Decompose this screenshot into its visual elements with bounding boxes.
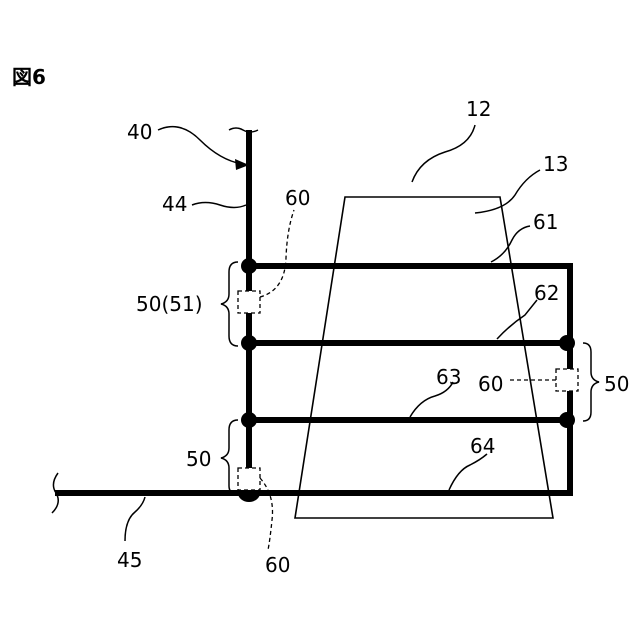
junction-dot: [241, 258, 257, 274]
brace-50-lower: [221, 420, 238, 494]
label-62: 62: [534, 281, 559, 305]
dashed-box-60-upper: [238, 291, 260, 313]
junction-dot: [241, 412, 257, 428]
leader-40: [158, 127, 242, 164]
leader-60-lower: [260, 478, 273, 550]
label-60-right: 60: [478, 372, 503, 396]
label-50-lower: 50: [186, 447, 211, 471]
leader-60-upper: [260, 210, 294, 297]
label-61: 61: [533, 210, 558, 234]
label-50-51: 50(51): [136, 292, 203, 316]
junction-dot: [241, 335, 257, 351]
junction-dot: [559, 412, 575, 428]
brace-50-51: [221, 262, 238, 346]
leader-64: [449, 454, 487, 490]
leader-13: [475, 170, 540, 213]
leader-44: [192, 203, 246, 208]
label-63: 63: [436, 365, 461, 389]
dashed-box-60-right: [556, 369, 578, 391]
label-44: 44: [162, 192, 187, 216]
label-45: 45: [117, 548, 142, 572]
top-break-mark: [229, 128, 258, 132]
junction-dot: [559, 335, 575, 351]
label-13: 13: [543, 152, 568, 176]
label-64: 64: [470, 434, 495, 458]
dashed-box-60-lower: [238, 468, 260, 490]
label-50-right: 50: [604, 372, 629, 396]
trapezoid-component-13: [295, 197, 553, 518]
label-12: 12: [466, 97, 491, 121]
label-60-upper: 60: [285, 186, 310, 210]
figure-title: 図6: [12, 65, 46, 89]
brace-50-right: [583, 343, 599, 421]
leader-45: [125, 497, 145, 541]
leader-62: [497, 300, 537, 339]
label-40: 40: [127, 120, 152, 144]
label-60-lower: 60: [265, 553, 290, 577]
leader-12: [412, 125, 475, 182]
